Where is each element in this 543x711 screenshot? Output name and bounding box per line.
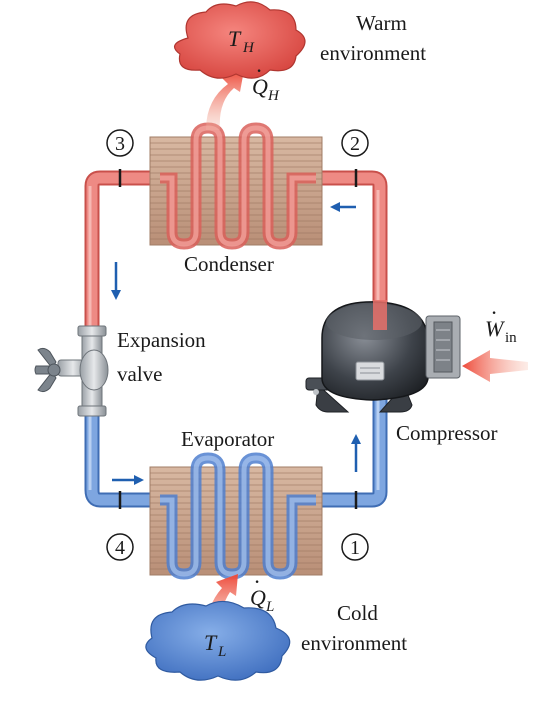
state-circles: 3 2 4 1 bbox=[106, 129, 369, 561]
flow-arrows bbox=[111, 202, 361, 485]
expansion-label-line1: Expansion bbox=[117, 328, 206, 352]
q-l-dot: · bbox=[254, 569, 260, 594]
warm-environment-cloud bbox=[173, 1, 306, 79]
state-1-marker: 1 bbox=[341, 533, 369, 561]
cold-piping bbox=[84, 390, 388, 508]
warm-label-line2: environment bbox=[320, 41, 426, 65]
t-l-symbol: T L bbox=[204, 630, 226, 660]
state-2-marker: 2 bbox=[341, 129, 369, 157]
compressor bbox=[305, 300, 461, 413]
state-3-marker: 3 bbox=[106, 129, 134, 157]
q-h-letter: Q bbox=[252, 74, 268, 99]
expansion-label-line2: valve bbox=[117, 362, 162, 386]
work-input-arrow-icon bbox=[462, 350, 528, 382]
warm-label-line1: Warm bbox=[356, 11, 407, 35]
flow-arrow-condenser-icon bbox=[330, 202, 356, 212]
state-4-marker: 4 bbox=[106, 533, 134, 561]
state-3-label: 3 bbox=[115, 133, 125, 155]
q-l-symbol: Q · L bbox=[250, 569, 274, 615]
evaporator-coil bbox=[149, 452, 323, 580]
flow-arrow-down-icon bbox=[111, 262, 121, 300]
t-h-letter: T bbox=[228, 26, 242, 51]
condenser-coil bbox=[149, 122, 323, 250]
state-2-label: 2 bbox=[350, 133, 360, 155]
t-l-letter: T bbox=[204, 630, 218, 655]
flow-arrow-up-icon bbox=[351, 434, 361, 472]
evaporator-label: Evaporator bbox=[181, 427, 274, 451]
cold-label-line2: environment bbox=[301, 631, 407, 655]
condenser-label: Condenser bbox=[184, 252, 274, 276]
expansion-valve bbox=[34, 325, 109, 417]
q-l-subscript: L bbox=[265, 599, 274, 615]
state-1-label: 1 bbox=[350, 537, 360, 559]
heat-rejection-arrow-icon bbox=[206, 70, 244, 130]
state-4-label: 4 bbox=[115, 537, 125, 559]
q-l-letter: Q bbox=[250, 585, 266, 610]
t-h-subscript: H bbox=[242, 40, 255, 56]
flow-arrow-evaporator-icon bbox=[112, 475, 144, 485]
w-in-dot: · bbox=[491, 300, 497, 325]
state-markers bbox=[118, 169, 358, 509]
valve-handle-icon bbox=[34, 347, 61, 393]
w-in-symbol: W · in bbox=[485, 300, 517, 346]
hot-piping bbox=[84, 170, 388, 338]
q-h-dot: · bbox=[256, 58, 262, 83]
t-h-symbol: T H bbox=[228, 26, 255, 56]
t-l-subscript: L bbox=[217, 644, 226, 660]
w-in-letter: W bbox=[485, 316, 505, 341]
q-h-symbol: Q · H bbox=[252, 58, 280, 104]
compressor-label: Compressor bbox=[396, 421, 498, 445]
q-h-subscript: H bbox=[267, 88, 280, 104]
w-in-subscript: in bbox=[505, 330, 517, 346]
cold-label-line1: Cold bbox=[337, 601, 378, 625]
cold-environment-cloud bbox=[145, 600, 291, 681]
